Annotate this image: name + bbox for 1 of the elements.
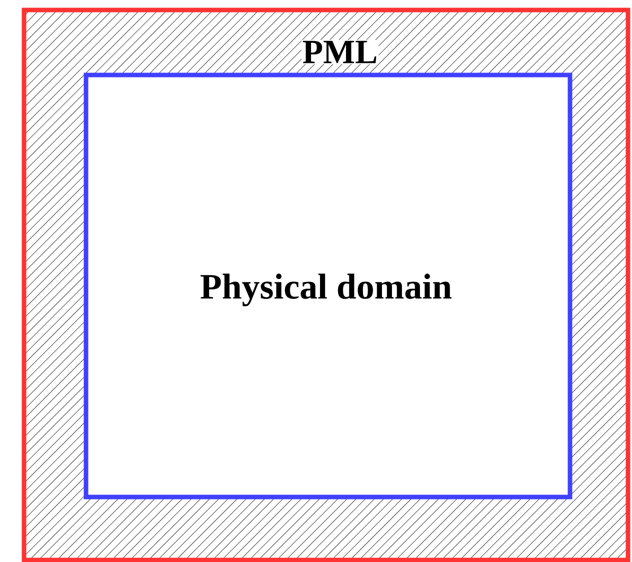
- domain-box: Physical domain: [84, 72, 572, 500]
